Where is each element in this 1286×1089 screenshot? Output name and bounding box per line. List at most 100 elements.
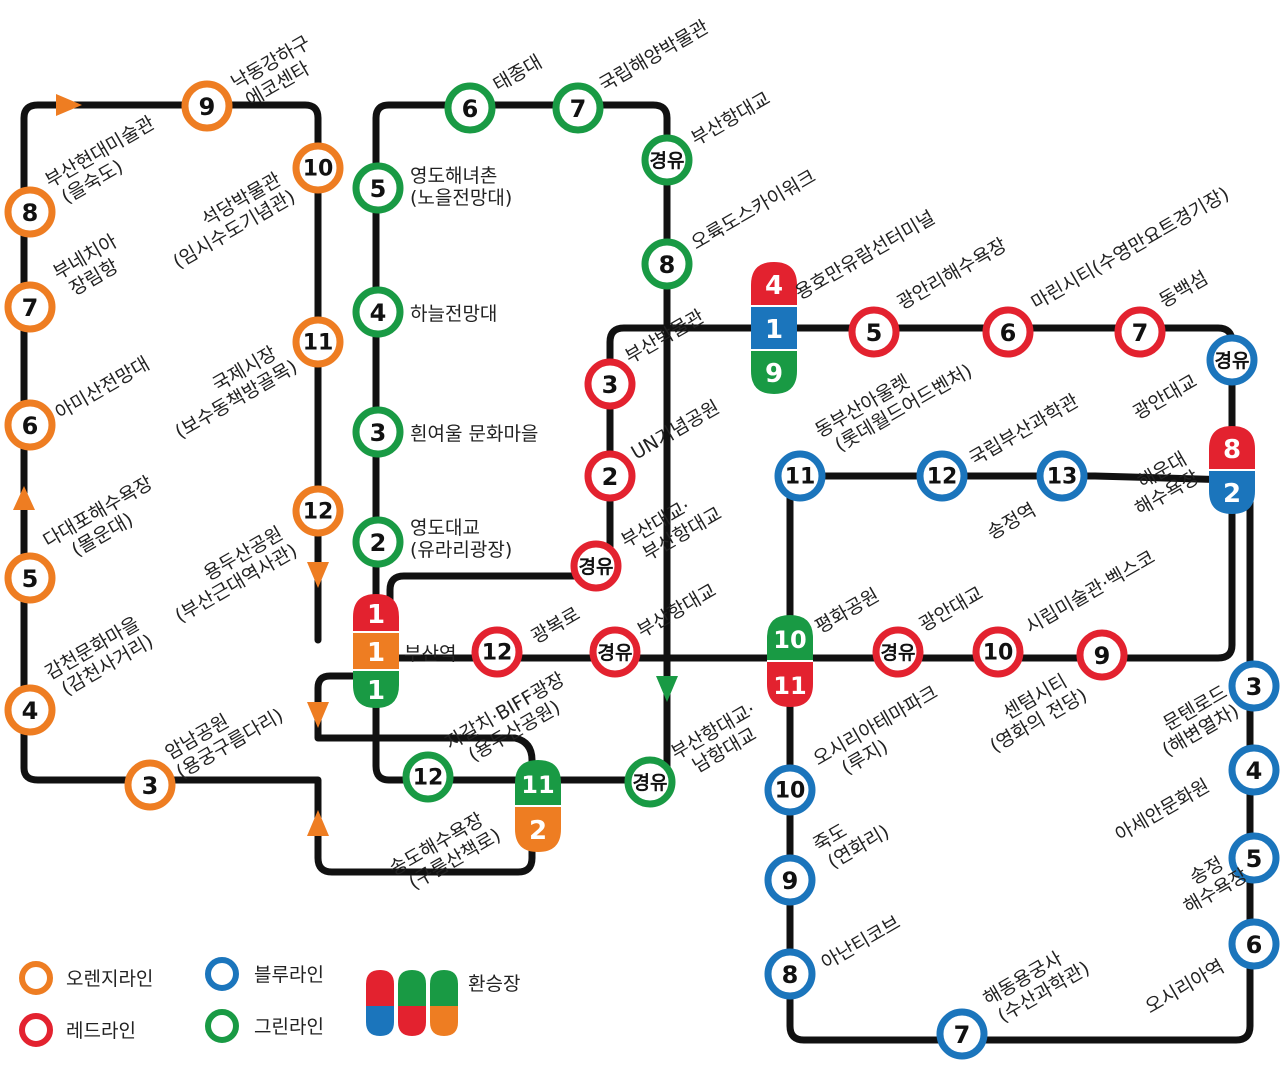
transfer-nampo: 112 [515,760,561,852]
blue-stop-11: 11 [774,450,826,502]
green-stop-circle [352,162,404,214]
red-stop-number: 6 [1000,319,1017,347]
blue-stop-8-label: 아난티코브 [818,912,905,975]
green-stop-number: 6 [462,95,479,123]
red-stop-number: 7 [1132,319,1149,347]
blue-stop-circle [936,1008,988,1060]
orange-stop-8: 8 [4,186,56,238]
legend-red-swatch [19,1013,53,1047]
orange-stop-3-label: 암남공원(용궁구름다리) [162,685,288,783]
green-stop-number: 5 [370,175,387,203]
orange-stop-5-label: 다대포해수욕장(몰운대) [40,472,168,571]
blue-stop-number: 11 [785,465,816,490]
blue-via-label: 광안대교 [1130,370,1202,424]
orange-stop-circle [181,80,233,132]
transfer-number: 2 [1223,479,1241,509]
legend-transfer-green-top-2 [430,970,458,1006]
green-stop-number: 7 [570,95,587,123]
orange-direction-arrow [56,94,82,116]
orange-songdo-label: 송도해수욕장(구름산책로) [386,805,505,899]
red-stop-number: 2 [602,463,619,491]
orange-stop-5: 5 [4,552,56,604]
red-stop-number: 경유 [598,642,633,664]
orange-stop-number: 9 [199,93,216,121]
legend-transfer-swatch [366,970,458,1036]
green-stop-4-label: 하늘전망대 [410,303,497,325]
legend-blue-swatch [205,957,239,991]
green-stop-circle [352,406,404,458]
transfer-segment-0 [1209,426,1255,470]
red-stop-5-label: 광안리해수욕장 [894,234,1011,314]
transfer-segment-0 [767,615,813,661]
orange-direction-arrow [307,810,329,836]
green-stop-circle [352,516,404,568]
orange-stop-10: 10 [292,142,344,194]
legend-green-label: 그린라인 [254,1016,324,1038]
green-stop-4: 4 [352,286,404,338]
green-stop-via-bottom: 경유 [624,756,676,808]
green-stop-number: 경유 [633,772,668,794]
green-stop-circle [444,82,496,134]
green-stop-12: 12 [402,751,454,803]
transfer-number: 2 [529,816,547,846]
green-stop-7-label: 국립해양박물관 [596,16,713,96]
legend-transfer-label: 환승장 [468,973,520,995]
red-stop-2-label: UN기념공원 [628,396,724,464]
blue-stop-circle [1228,744,1280,796]
blue-stop-10: 10 [764,764,816,816]
green-stop-3: 3 [352,406,404,458]
blue-stop-circle [774,450,826,502]
red-stop-number: 경유 [579,556,614,578]
blue-stop-via: 경유 [1206,334,1258,386]
blue-stop-number: 6 [1246,931,1263,959]
orange-stop-number: 12 [303,500,334,525]
red-stop-number: 5 [866,319,883,347]
red-stop-circle [848,306,900,358]
orange-stop-8-label: 부산현대미술관(을숙도) [42,112,170,211]
green-stop-number: 2 [370,529,387,557]
transfer-segment-0 [751,262,797,306]
blue-stop-number: 8 [782,961,799,989]
red-stop-2: 2 [584,450,636,502]
orange-stop-10-label: 석당박물관(임시수도기념관) [158,167,299,274]
transfer-segment-2 [751,350,797,394]
red-stop-circle [471,626,523,678]
direction-arrows [13,94,678,836]
blue-stop-3-label: 문텐로드(해변열차) [1148,681,1243,761]
green-stop-5-label: 영도해녀촌(노을전망대) [410,165,512,209]
blue-stop-2-label: 해운대해수욕장 [1120,447,1203,520]
red-stop-3: 3 [584,358,636,410]
transfer-number: 1 [765,315,783,345]
orange-stop-12-label: 용두산공원(부산근대역사관) [160,521,301,628]
blue-stop-number: 5 [1246,845,1263,873]
red-stop-circle [570,540,622,592]
blue-stop-circle [1206,334,1258,386]
legend-transfer-blue-bottom [366,1006,394,1036]
red-via-mid-label: 부산항대교 [634,580,721,643]
blue-stop-5: 5 [1228,832,1280,884]
legend-transfer-green-top [398,970,426,1006]
orange-stop-11: 11 [292,316,344,368]
transfer-segment-0 [515,760,561,806]
green-stop-8: 8 [641,238,693,290]
red-stop-number: 9 [1094,642,1111,670]
busan-station-label: 부산역 [404,643,456,665]
blue-stop-9-label: 죽도(연화리) [810,802,894,876]
red-stop-number: 10 [983,641,1014,666]
orange-stop-circle [124,759,176,811]
orange-stop-7-label: 부네치아장림항 [50,230,133,303]
legend-transfer-red-top [366,970,394,1006]
red-stop-11-label: 평화공원 [812,584,884,638]
green-jagalchi-label: 자갈치·BIFF광장(용두산공원) [442,668,580,773]
red-stop-9-label: 센텀시티(영화의 전당) [975,665,1091,757]
green-stop-number: 12 [413,766,444,791]
green-stop-2-label: 영도대교(유라리광장) [410,517,512,561]
orange-stop-number: 10 [303,157,334,182]
orange-stop-4: 4 [4,684,56,736]
red-stop-6-label: 마린시티(수영만요트경기장) [1028,183,1234,314]
green-stop-2: 2 [352,516,404,568]
orange-stop-number: 8 [22,199,39,227]
orange-line-route [20,101,536,876]
orange-stop-6-label: 아미산전망대 [52,353,154,424]
